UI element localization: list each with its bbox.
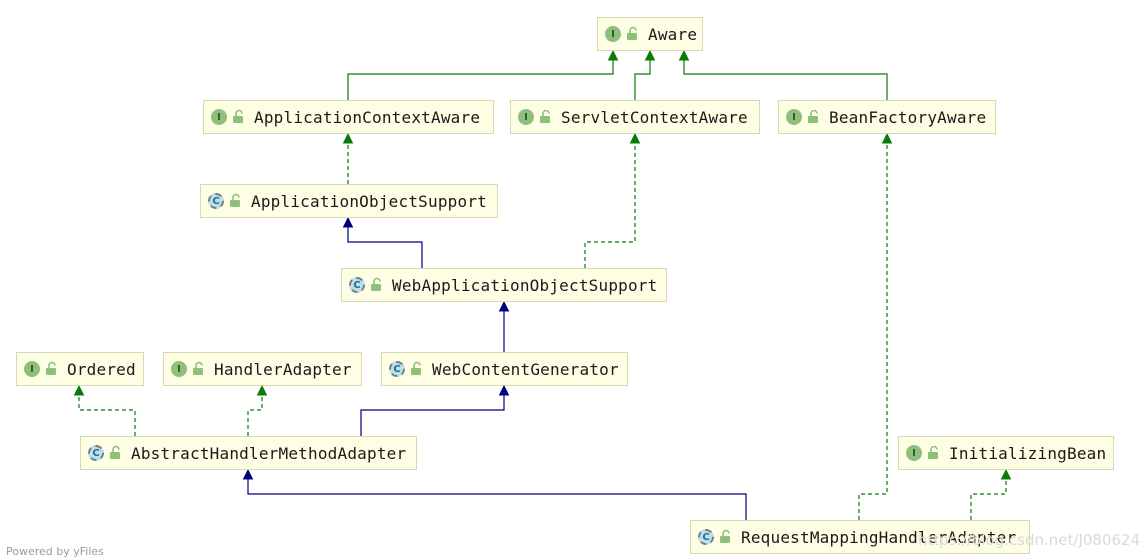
node-application-object-support[interactable]: C ApplicationObjectSupport <box>200 184 498 218</box>
node-request-mapping-handler-adapter[interactable]: C RequestMappingHandlerAdapter <box>690 520 1030 554</box>
lock-open-icon <box>627 26 637 40</box>
interface-icon: I <box>786 109 802 125</box>
node-label: WebContentGenerator <box>432 359 619 379</box>
edge-request-mapping-handler-adapter-to-abstract-handler-method-adapter <box>242 468 747 520</box>
edge-servlet-context-aware-to-aware <box>634 49 656 100</box>
class-icon: C <box>208 193 224 209</box>
node-label: RequestMappingHandlerAdapter <box>741 527 1017 547</box>
node-label: Aware <box>648 24 698 44</box>
interface-icon: I <box>518 109 534 125</box>
class-icon: C <box>88 445 104 461</box>
edge-web-application-object-support-to-servlet-context-aware <box>584 132 641 268</box>
edge-bean-factory-aware-to-aware <box>678 49 888 100</box>
watermark: https://blog.csdn.net/J080624 <box>918 531 1140 549</box>
class-icon: C <box>349 277 365 293</box>
node-abstract-handler-method-adapter[interactable]: C AbstractHandlerMethodAdapter <box>80 436 417 470</box>
node-label: ServletContextAware <box>561 107 748 127</box>
node-label: InitializingBean <box>949 443 1107 463</box>
powered-by-footer: Powered by yFiles <box>6 545 104 558</box>
node-servlet-context-aware[interactable]: I ServletContextAware <box>510 100 760 134</box>
lock-open-icon <box>411 361 421 375</box>
lock-open-icon <box>540 109 550 123</box>
node-aware[interactable]: I Aware <box>597 17 703 51</box>
lock-open-icon <box>193 361 203 375</box>
node-label: ApplicationContextAware <box>254 107 481 127</box>
node-ordered[interactable]: I Ordered <box>16 352 144 386</box>
interface-icon: I <box>906 445 922 461</box>
lock-open-icon <box>808 109 818 123</box>
edge-web-application-object-support-to-application-object-support <box>342 216 423 268</box>
edge-request-mapping-handler-adapter-to-initializing-bean <box>970 468 1012 520</box>
interface-icon: I <box>211 109 227 125</box>
edge-abstract-handler-method-adapter-to-web-content-generator <box>360 384 510 436</box>
node-web-application-object-support[interactable]: C WebApplicationObjectSupport <box>341 268 667 302</box>
node-application-context-aware[interactable]: I ApplicationContextAware <box>203 100 494 134</box>
lock-open-icon <box>233 109 243 123</box>
node-bean-factory-aware[interactable]: I BeanFactoryAware <box>778 100 996 134</box>
node-label: BeanFactoryAware <box>829 107 987 127</box>
node-label: HandlerAdapter <box>214 359 352 379</box>
node-label: WebApplicationObjectSupport <box>392 275 658 295</box>
edge-abstract-handler-method-adapter-to-handler-adapter <box>247 384 268 436</box>
lock-open-icon <box>230 193 240 207</box>
lock-open-icon <box>46 361 56 375</box>
class-icon: C <box>698 529 714 545</box>
lock-open-icon <box>928 445 938 459</box>
edge-request-mapping-handler-adapter-to-bean-factory-aware <box>858 132 893 520</box>
lock-open-icon <box>720 529 730 543</box>
node-label: Ordered <box>67 359 136 379</box>
interface-icon: I <box>24 361 40 377</box>
interface-icon: I <box>605 26 621 42</box>
lock-open-icon <box>110 445 120 459</box>
node-label: AbstractHandlerMethodAdapter <box>131 443 407 463</box>
edge-abstract-handler-method-adapter-to-ordered <box>73 384 136 436</box>
interface-icon: I <box>171 361 187 377</box>
edge-application-context-aware-to-aware <box>347 49 619 100</box>
class-icon: C <box>389 361 405 377</box>
node-initializing-bean[interactable]: I InitializingBean <box>898 436 1114 470</box>
node-handler-adapter[interactable]: I HandlerAdapter <box>163 352 362 386</box>
node-web-content-generator[interactable]: C WebContentGenerator <box>381 352 628 386</box>
lock-open-icon <box>371 277 381 291</box>
node-label: ApplicationObjectSupport <box>251 191 487 211</box>
